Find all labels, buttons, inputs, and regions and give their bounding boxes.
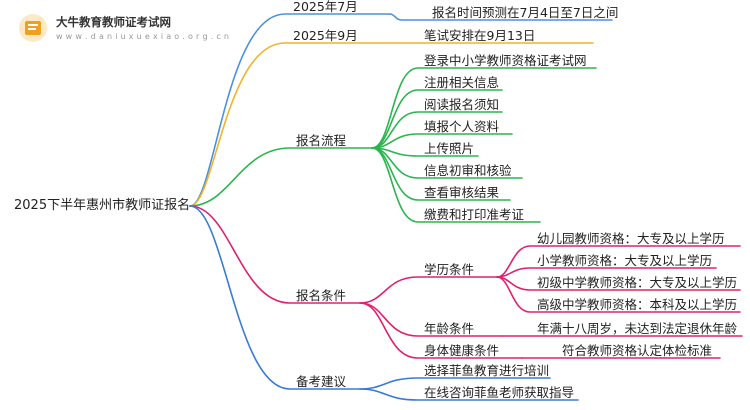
root-node: 2025下半年惠州市教师证报名 [14, 198, 191, 213]
connector-sept [189, 42, 393, 207]
connector-advice [189, 205, 361, 390]
connector-process [189, 147, 373, 207]
advice-item: 在线咨询菲鱼老师获取指导 [424, 385, 575, 400]
process-step: 缴费和打印准考证 [424, 207, 525, 222]
branch-advice: 备考建议 [296, 374, 347, 389]
sept-detail: 笔试安排在9月13日 [424, 28, 536, 43]
connector-advice-1 [359, 377, 551, 390]
connector-process-8 [371, 147, 541, 223]
education-label: 学历条件 [424, 262, 475, 277]
branch-july: 2025年7月 [293, 0, 358, 14]
process-step: 填报个人资料 [424, 119, 500, 134]
july-detail: 报名时间预测在7月4日至7日之间 [432, 5, 619, 20]
age-label: 年龄条件 [424, 321, 475, 336]
connector-process-3 [371, 111, 503, 149]
branch-sept: 2025年9月 [293, 28, 358, 43]
health-label: 身体健康条件 [424, 343, 500, 358]
process-step: 上传照片 [424, 141, 475, 156]
education-item: 小学教师资格：大专及以上学历 [537, 253, 713, 268]
age-detail: 年满十八周岁，未达到法定退休年龄 [537, 321, 738, 336]
connector-process-4 [371, 133, 513, 149]
process-step: 查看审核结果 [424, 185, 500, 200]
branch-conditions: 报名条件 [296, 288, 347, 303]
connector-process-1 [371, 67, 597, 149]
connector-july [189, 13, 391, 207]
connector-education [359, 276, 498, 304]
process-step: 信息初审和核验 [424, 163, 512, 178]
health-detail: 符合教师资格认定体检标准 [562, 343, 713, 358]
book-icon [19, 14, 47, 42]
process-step: 登录中小学教师资格证考试网 [424, 53, 587, 68]
advice-item: 选择菲鱼教育进行培训 [424, 363, 550, 378]
education-item: 幼儿园教师资格：大专及以上学历 [537, 231, 725, 246]
connector-edu-4 [496, 276, 741, 313]
logo-url: w w w . d a n i u x u e x i a o . o r g … [56, 32, 230, 41]
education-item: 初级中学教师资格：大专及以上学历 [537, 275, 738, 290]
education-item: 高级中学教师资格：本科及以上学历 [537, 297, 738, 312]
connector-conditions [189, 205, 361, 304]
logo-title: 大牛教育教师证考试网 [56, 15, 171, 29]
process-step: 注册相关信息 [424, 75, 500, 90]
connector-health [359, 302, 523, 359]
connector-process-2 [371, 89, 503, 149]
connector-july-child [389, 13, 613, 21]
branch-process: 报名流程 [296, 133, 347, 148]
connector-advice-2 [359, 388, 579, 401]
process-step: 阅读报名须知 [424, 97, 500, 112]
